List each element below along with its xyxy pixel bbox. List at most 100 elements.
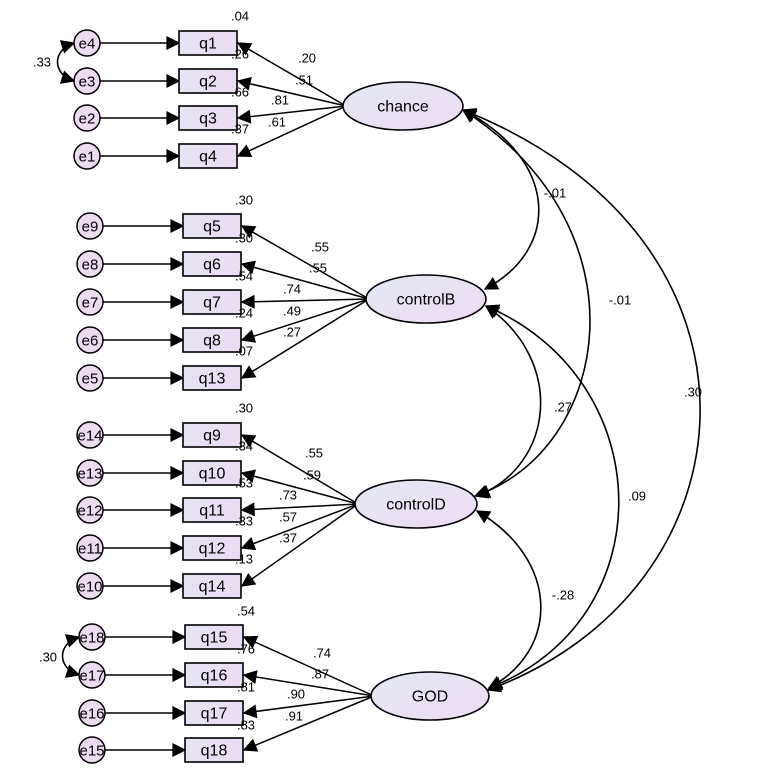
- loading-label-q11: .73: [279, 488, 297, 503]
- loading-path-q17: [242, 695, 375, 719]
- loading-path-q9: [240, 434, 359, 505]
- r2-label-q3: .66: [231, 85, 249, 100]
- latent-label-controlb: controlB: [397, 292, 456, 309]
- observed-label-q14: q14: [199, 579, 226, 596]
- error-node-e10: [76, 572, 104, 600]
- loading-label-q16: .87: [311, 667, 329, 682]
- error-label-e1: e1: [79, 149, 96, 166]
- loading-label-q15: .74: [313, 646, 331, 661]
- observed-label-q11: q11: [199, 503, 225, 520]
- error-covariance-e18-e17: [61, 634, 81, 678]
- loading-label-q6: .55: [309, 261, 327, 276]
- error-node-e15: [78, 736, 106, 764]
- loading-path-q15: [242, 635, 375, 697]
- loading-label-q3: .81: [271, 93, 289, 108]
- latent-label-chance: chance: [377, 99, 429, 116]
- error-covariance-e4-e3: [56, 40, 76, 84]
- loading-path-q12: [240, 503, 359, 551]
- loading-path-q16: [242, 670, 375, 697]
- observed-label-q2: q2: [199, 74, 217, 91]
- factor-covariance-label-controlb-controld: .27: [554, 400, 572, 415]
- observed-box-q15: [184, 624, 244, 650]
- latent-controlb: [365, 274, 487, 324]
- error-label-e11: e11: [78, 541, 102, 558]
- observed-label-q3: q3: [199, 111, 217, 128]
- loading-path-q3: [236, 105, 347, 124]
- factor-covariance-chance-god: [461, 108, 701, 693]
- loading-label-q9: .55: [305, 446, 323, 461]
- observed-box-q12: [182, 535, 242, 561]
- error-node-e13: [76, 459, 104, 487]
- observed-box-q6: [182, 251, 242, 277]
- observed-box-q1: [178, 30, 238, 56]
- loading-label-q14: .37: [279, 531, 297, 546]
- r2-label-q8: .24: [235, 306, 253, 321]
- error-label-e16: e16: [79, 706, 104, 723]
- loading-path-q4: [236, 105, 347, 158]
- observed-box-q18: [184, 737, 244, 763]
- error-covariance-label-e4-e3: .33: [33, 55, 51, 70]
- node-layer: [73, 29, 490, 764]
- observed-box-q13: [182, 365, 242, 391]
- error-node-e1: [73, 142, 101, 170]
- observed-label-q16: q16: [201, 668, 228, 685]
- error-label-e12: e12: [77, 503, 102, 520]
- loading-path-q11: [240, 502, 359, 517]
- error-node-e2: [73, 104, 101, 132]
- loading-label-q12: .57: [279, 510, 297, 525]
- r2-label-q14: .13: [235, 552, 253, 567]
- observed-label-q4: q4: [199, 149, 217, 166]
- factor-covariance-controlb-controld: [475, 305, 542, 498]
- latent-label-controld: controlD: [386, 497, 446, 514]
- error-node-e3: [73, 67, 101, 95]
- r2-label-q11: .53: [235, 476, 253, 491]
- r2-label-q13: .07: [235, 344, 253, 359]
- r2-label-q15: .54: [237, 604, 255, 619]
- loading-path-q2: [236, 77, 347, 107]
- error-label-e4: e4: [79, 36, 96, 53]
- error-label-e10: e10: [77, 579, 102, 596]
- error-node-e5: [76, 364, 104, 392]
- loading-path-q14: [240, 503, 359, 587]
- loading-label-q13: .27: [283, 325, 301, 340]
- path-layer: [100, 36, 375, 757]
- observed-box-q14: [182, 573, 242, 599]
- r2-label-q18: .83: [237, 718, 255, 733]
- observed-box-q10: [182, 460, 242, 486]
- factor-covariance-label-chance-controlb: -.01: [544, 186, 566, 201]
- observed-label-q12: q12: [199, 541, 226, 558]
- error-label-e9: e9: [82, 219, 99, 236]
- loading-path-q1: [236, 42, 347, 107]
- error-node-e12: [76, 496, 104, 524]
- r2-label-q6: .30: [235, 231, 253, 246]
- loading-path-q8: [240, 298, 370, 343]
- observed-box-q17: [184, 700, 244, 726]
- loading-label-q17: .90: [287, 687, 305, 702]
- error-node-e9: [76, 212, 104, 240]
- observed-label-q9: q9: [203, 428, 221, 445]
- r2-label-q10: .34: [235, 439, 253, 454]
- error-label-e2: e2: [79, 111, 96, 128]
- factor-covariance-chance-controld: [461, 109, 591, 499]
- loading-path-q18: [242, 695, 375, 752]
- observed-box-q9: [182, 422, 242, 448]
- error-label-e6: e6: [82, 333, 99, 350]
- r2-label-q12: .33: [235, 514, 253, 529]
- error-label-e8: e8: [82, 257, 99, 274]
- factor-covariance-label-chance-controld: -.01: [609, 293, 631, 308]
- loading-label-q2: .51: [295, 73, 313, 88]
- r2-label-q5: .30: [235, 193, 253, 208]
- factor-covariance-label-chance-god: .30: [684, 385, 702, 400]
- latent-label-god: GOD: [412, 689, 448, 706]
- factor-covariance-controlb-god: [484, 304, 620, 690]
- error-label-e15: e15: [79, 743, 104, 760]
- loading-label-q4: .61: [268, 115, 286, 130]
- loading-label-q1: .20: [298, 51, 316, 66]
- observed-label-q18: q18: [201, 743, 228, 760]
- error-label-e3: e3: [79, 74, 96, 91]
- observed-box-q7: [182, 289, 242, 315]
- error-node-e18: [78, 623, 106, 651]
- error-label-e13: e13: [77, 466, 102, 483]
- observed-label-q15: q15: [201, 630, 228, 647]
